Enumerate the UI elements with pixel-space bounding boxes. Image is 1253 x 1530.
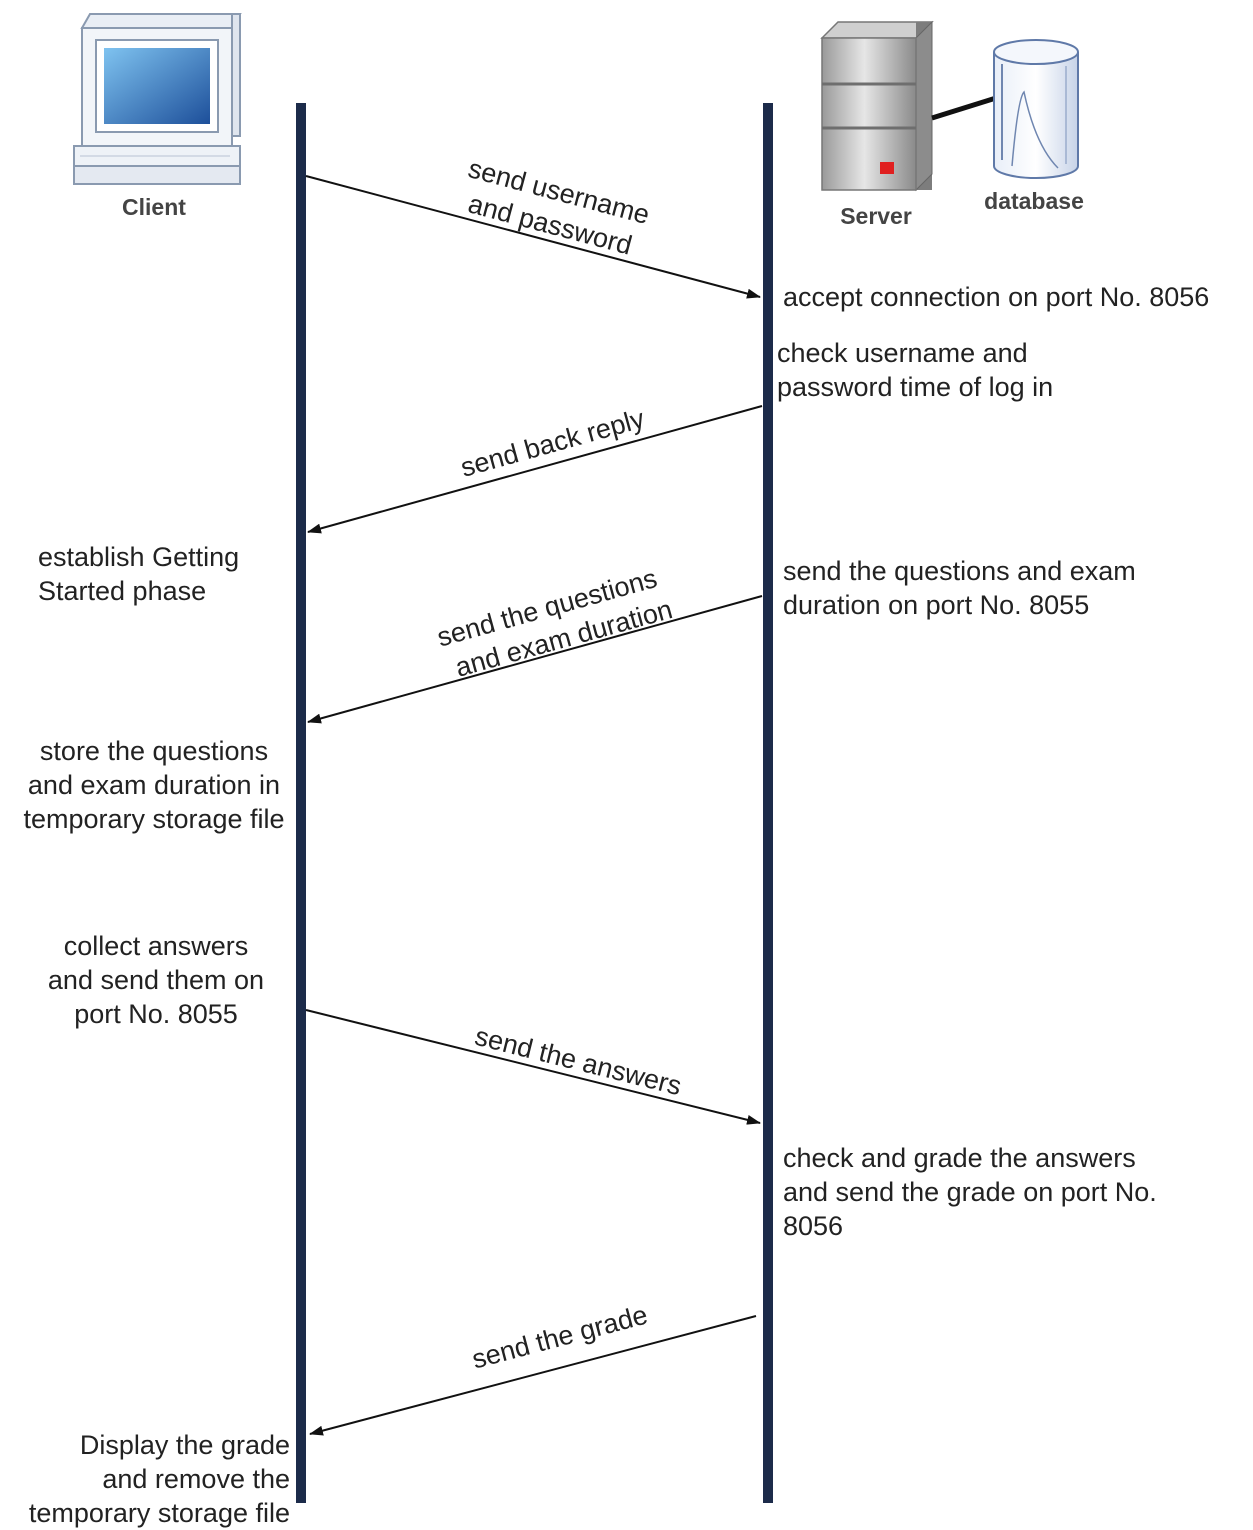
message-arrow (309, 1315, 757, 1436)
message-arrow (305, 1009, 761, 1125)
client-note-collect: collect answers and send them on port No… (47, 931, 265, 1029)
message-m3: send the questions and exam duration (307, 563, 763, 724)
server-note-accept: accept connection on port No. 8056 (783, 282, 1210, 312)
message-arrow (305, 175, 761, 299)
server-note-grade: check and grade the answers and send the… (783, 1143, 1157, 1241)
computer-icon (73, 13, 242, 185)
database-label: database (984, 188, 1084, 214)
message-arrow (307, 405, 763, 534)
message-m5: send the grade (309, 1300, 757, 1436)
message-m2: send back reply (307, 403, 763, 534)
client-label: Client (122, 194, 186, 220)
message-arrow (307, 595, 763, 724)
client-note-display: Display the grade and remove the tempora… (28, 1430, 290, 1528)
client-lifeline (296, 103, 306, 1503)
server-label: Server (840, 203, 912, 229)
server-lifeline (763, 103, 773, 1503)
server-note-check: check username and password time of log … (777, 338, 1054, 402)
server-database-link (931, 95, 997, 121)
message-m4: send the answers (305, 1009, 761, 1125)
client-note-store: store the questions and exam duration in… (23, 736, 285, 834)
message-label-line: send the grade (469, 1300, 651, 1375)
server-note-send-questions: send the questions and exam duration on … (783, 556, 1136, 620)
message-label-line: send the answers (472, 1021, 685, 1101)
message-label-line: send back reply (457, 403, 648, 483)
server-icon (820, 20, 934, 192)
message-m1: send username and password (305, 153, 761, 299)
client-note-establish: establish Getting Started phase (38, 542, 240, 606)
database-icon (993, 39, 1079, 179)
server-led-icon (880, 162, 894, 174)
